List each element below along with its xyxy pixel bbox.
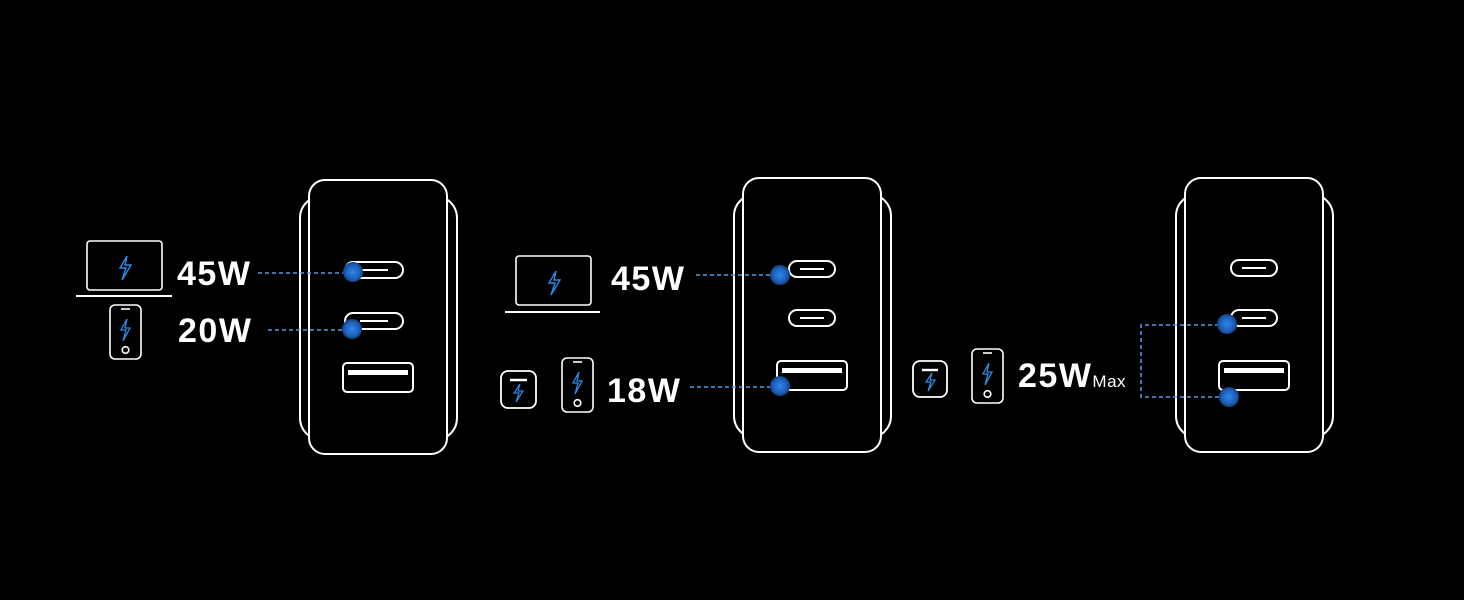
charger-3-usb-c-port-1 [1230,259,1278,277]
charger-3 [1175,177,1334,453]
watt-label-s1-port1: 45W [177,255,252,293]
port-dot [342,319,362,339]
charger-1 [299,179,458,455]
charger-2-usb-a-port [776,360,848,391]
connector-s3-max [1140,324,1229,398]
charger-2 [733,177,892,453]
port-dot [343,262,363,282]
port-dot [770,265,790,285]
watt-value: 25W [1018,357,1093,395]
adapter-icon [500,370,537,409]
adapter-icon [912,360,948,398]
charger-3-usb-a-port [1218,360,1290,391]
watt-label-s2-port3: 18W [607,372,682,410]
charger-3-body [1184,177,1324,453]
laptop-icon [76,240,172,297]
port-dot [1217,314,1237,334]
watt-label-s2-port1: 45W [611,260,686,298]
port-dot [1219,387,1239,407]
max-suffix: Max [1092,372,1127,391]
charger-2-usb-c-port-2 [788,309,836,327]
phone-icon [109,304,142,360]
laptop-icon [505,255,600,313]
port-dots [342,262,1239,407]
charger-2-usb-c-port-1 [788,260,836,278]
port-dot [770,376,790,396]
phone-icon [561,357,594,413]
charger-1-usb-a-port [342,362,414,393]
connector-lines [258,272,1229,398]
charger-2-body [742,177,882,453]
watt-label-s1-port2: 20W [178,312,253,350]
charger-1-usb-c-port-2 [344,312,404,330]
watt-label-s3-max: 25WMax [1018,359,1126,399]
phone-icon [971,348,1004,404]
charger-1-body [308,179,448,455]
